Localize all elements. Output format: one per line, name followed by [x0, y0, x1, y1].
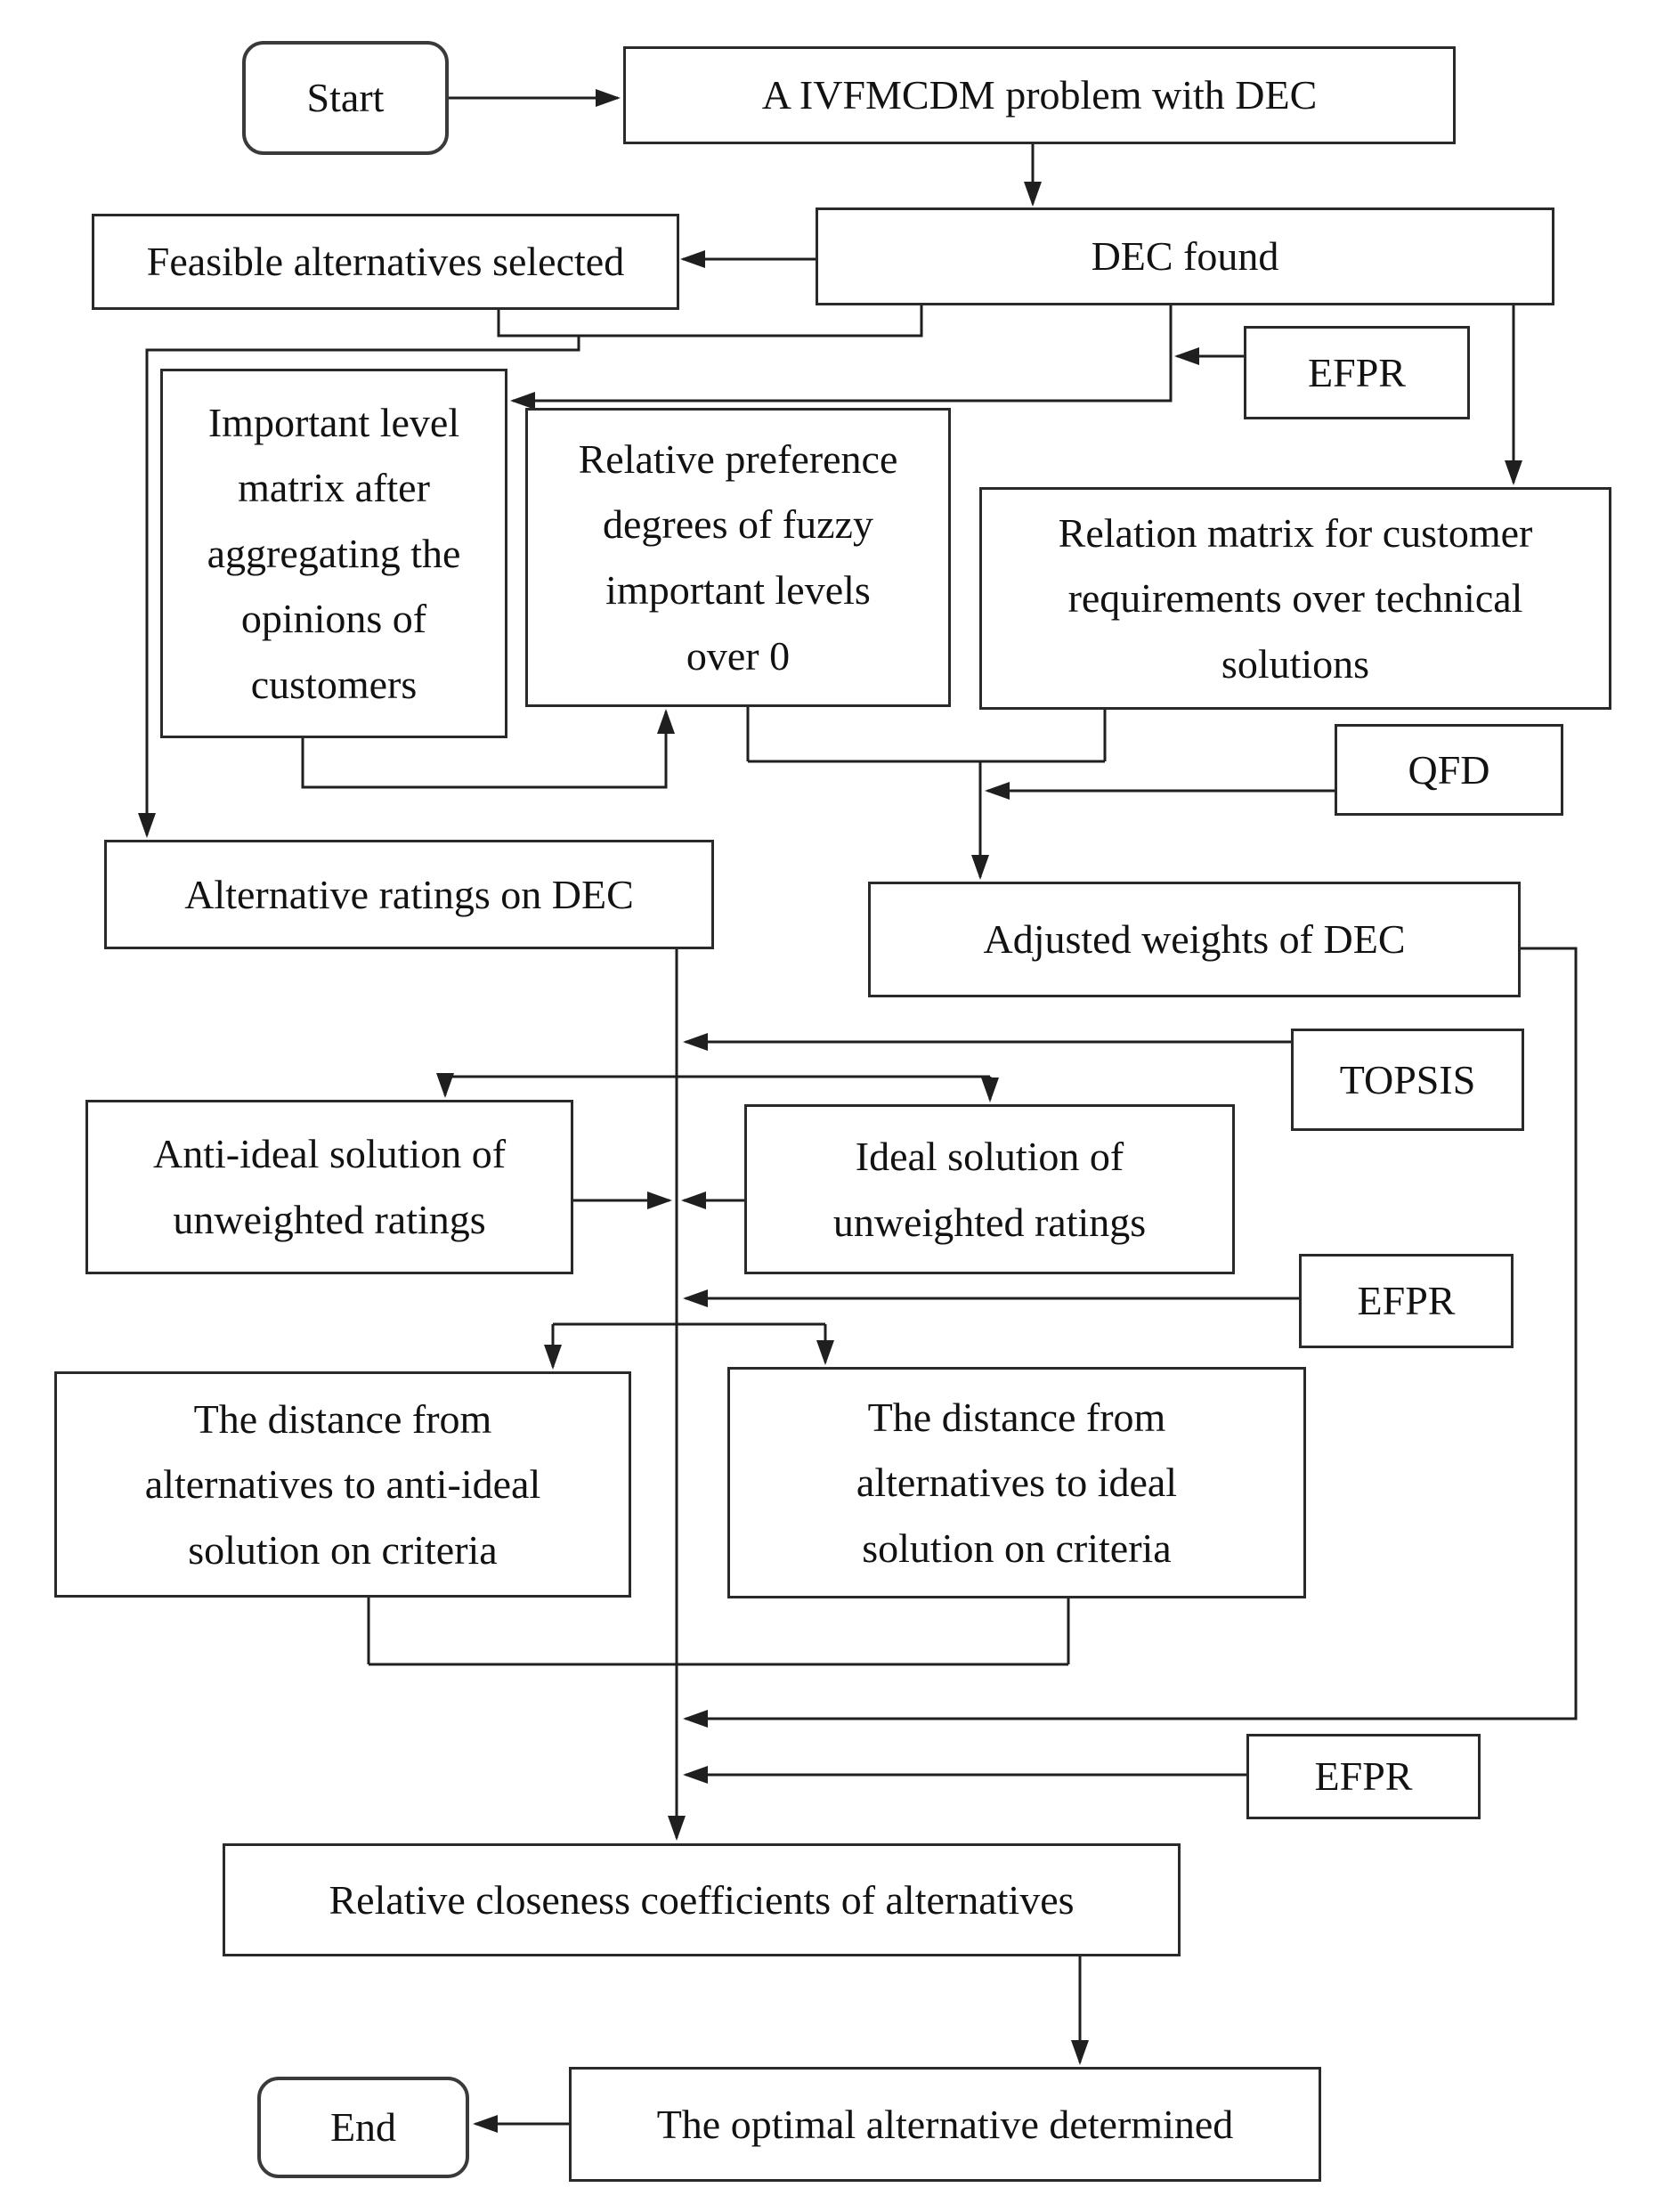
edge-decfound-important [510, 305, 1173, 410]
node-efpr-3: EFPR [1246, 1734, 1481, 1819]
node-ideal: Ideal solution of unweighted ratings [744, 1104, 1235, 1274]
node-topsis: TOPSIS [1291, 1029, 1524, 1131]
node-problem: A IVFMCDM problem with DEC [623, 46, 1456, 144]
node-relative-preference: Relative preference degrees of fuzzy imp… [525, 408, 951, 707]
node-alternative-ratings: Alternative ratings on DEC [104, 840, 714, 949]
node-efpr-2: EFPR [1299, 1254, 1514, 1348]
node-anti-ideal: Anti-ideal solution of unweighted rating… [85, 1100, 573, 1274]
edge-merge-bus [497, 305, 923, 338]
node-adjusted-weights: Adjusted weights of DEC [868, 882, 1521, 997]
node-end: End [257, 2077, 469, 2178]
edge-adjweights-route [683, 947, 1578, 1728]
node-start: Start [242, 41, 449, 155]
edges [138, 89, 1578, 2133]
node-efpr-1: EFPR [1244, 326, 1470, 419]
edge-merge-to-ratings [138, 336, 580, 838]
node-closeness: Relative closeness coefficients of alter… [223, 1843, 1181, 1956]
node-distance-anti-ideal: The distance from alternatives to anti-i… [54, 1371, 631, 1598]
node-qfd: QFD [1335, 724, 1563, 816]
node-relation-matrix: Relation matrix for customer requirement… [979, 487, 1611, 710]
node-feasible: Feasible alternatives selected [92, 214, 679, 310]
node-optimal: The optimal alternative determined [569, 2067, 1321, 2182]
edge-important-relpref [301, 709, 675, 789]
node-distance-ideal: The distance from alternatives to ideal … [727, 1367, 1306, 1598]
node-dec-found: DEC found [816, 207, 1554, 305]
node-important-level: Important level matrix after aggregating… [160, 369, 507, 738]
